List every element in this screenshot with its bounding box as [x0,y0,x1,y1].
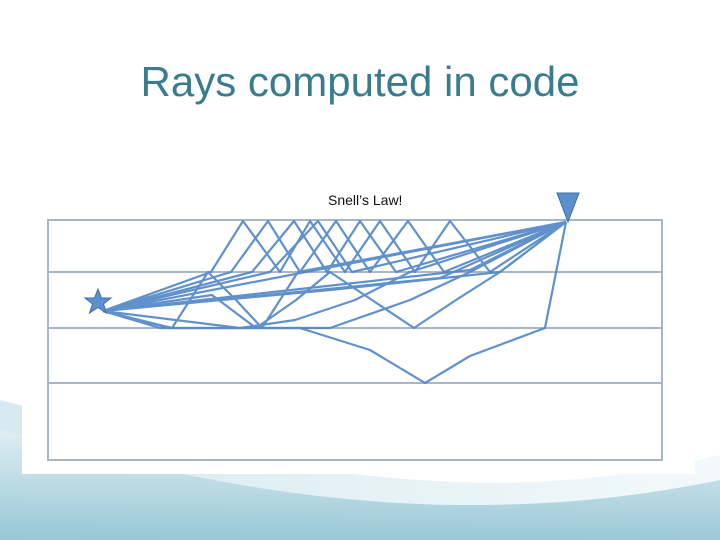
ray-path [102,219,567,313]
ray-path [102,221,568,385]
slide-title: Rays computed in code [140,58,580,105]
ray-paths [102,219,568,385]
ray-path [102,219,567,313]
model-boundary [47,219,663,461]
ray-path [102,219,567,313]
figure-panel [22,151,695,474]
ray-path [102,219,567,313]
ray-path [102,221,567,330]
background-wave-front [0,430,720,540]
star-icon [83,287,113,315]
ray-path [102,220,567,330]
figure-caption: Snell’s Law! [328,192,403,208]
inverted-triangle-icon [556,192,580,224]
ray-path [102,221,567,330]
